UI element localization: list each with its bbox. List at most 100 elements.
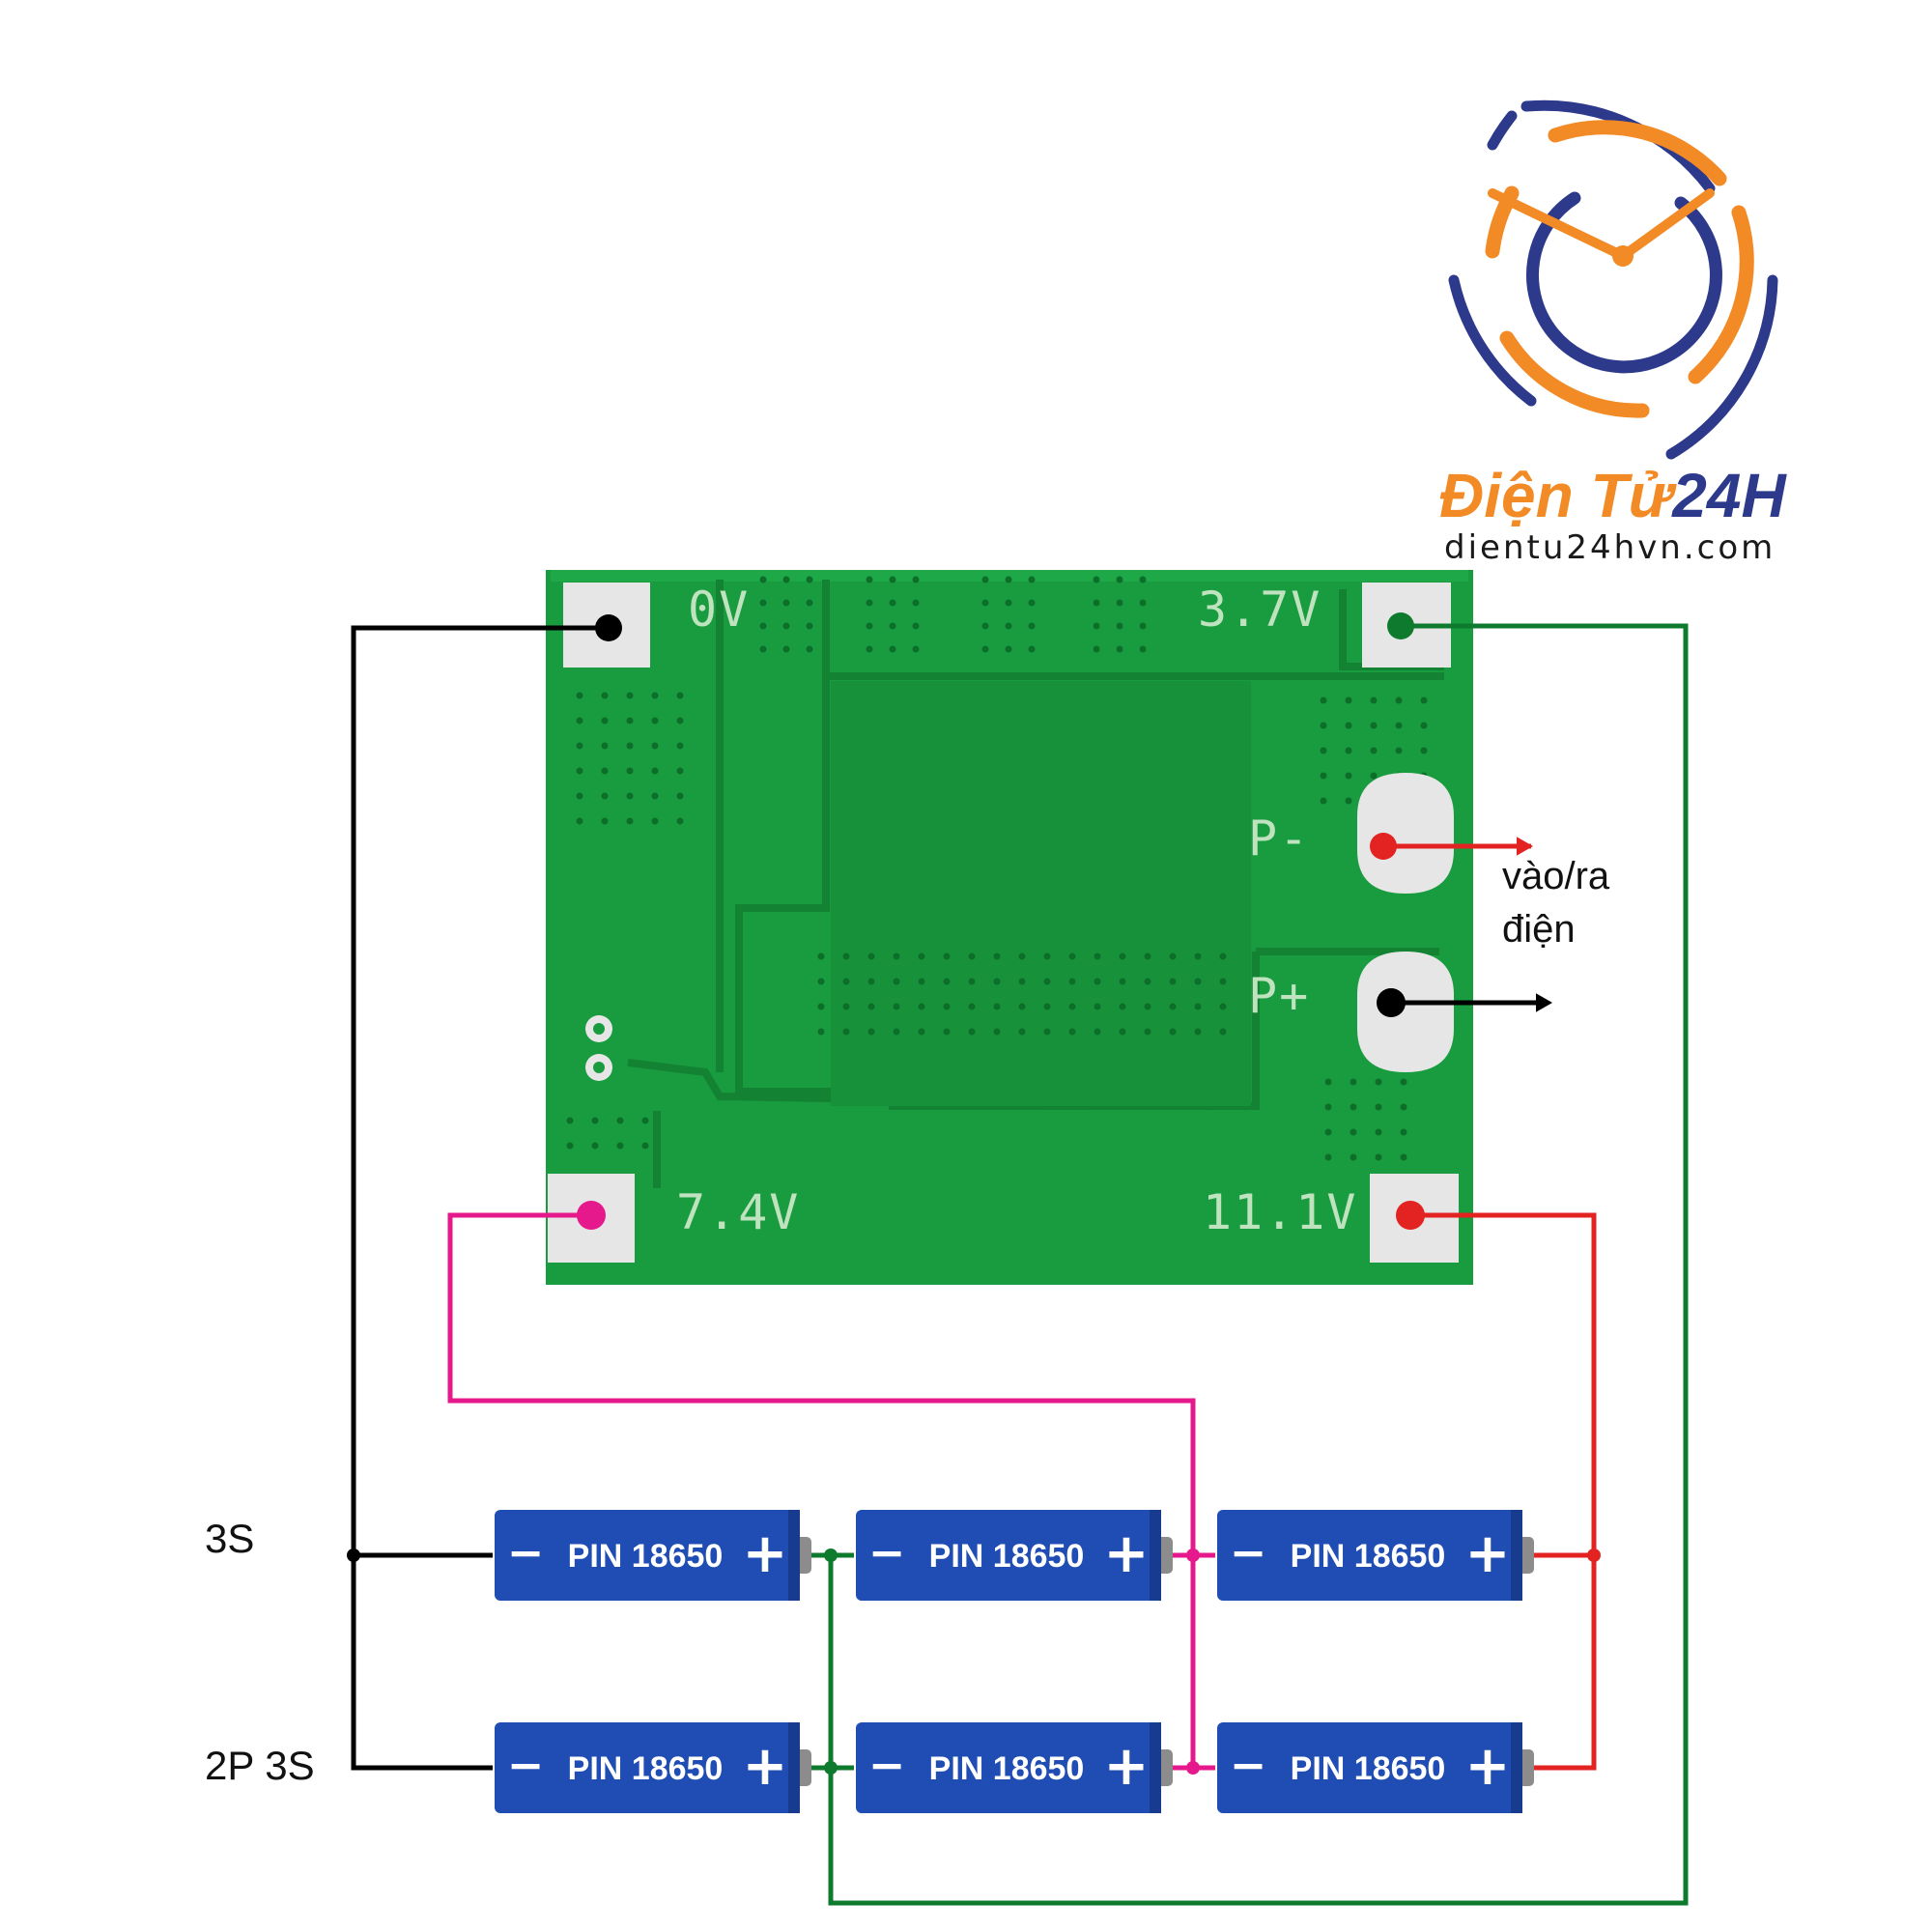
pcb-via	[889, 576, 896, 583]
pcb-via	[1320, 722, 1327, 729]
pcb-via	[918, 1028, 925, 1036]
pcb-via	[676, 717, 684, 724]
label-p-plus: P+	[1248, 968, 1310, 1024]
label-3v7: 3.7V	[1198, 582, 1321, 638]
pcb-via	[1119, 952, 1126, 960]
pcb-via	[616, 1142, 624, 1150]
pcb-via	[842, 952, 850, 960]
pcb-via	[1345, 747, 1352, 754]
pcb-via	[1028, 576, 1036, 583]
pcb-via	[918, 952, 925, 960]
pcb-via	[943, 1028, 951, 1036]
pcb-via	[626, 792, 634, 800]
pcb-via	[1068, 1003, 1076, 1010]
battery-plus-sign: +	[743, 1735, 788, 1798]
io-label-line1: vào/ra	[1502, 855, 1610, 897]
pcb-via	[676, 692, 684, 699]
pcb-via	[1194, 1003, 1202, 1010]
pcb-via	[641, 1117, 649, 1124]
dot-p-minus	[1370, 833, 1397, 860]
pcb-via	[651, 767, 659, 775]
pcb-via	[1094, 952, 1101, 960]
pcb-via	[817, 978, 825, 985]
pcb-via	[1370, 747, 1378, 754]
pcb-via	[1375, 1128, 1382, 1136]
battery-body	[495, 1510, 800, 1601]
pcb-via	[1018, 1028, 1026, 1036]
io-label-line2: điện	[1502, 908, 1576, 951]
pcb-via	[626, 767, 634, 775]
pcb-via	[1324, 1078, 1332, 1086]
pcb-via	[601, 717, 609, 724]
battery-cell: −PIN 18650+	[495, 1722, 811, 1813]
pcb-via	[1028, 645, 1036, 653]
pcb-via	[1094, 1003, 1101, 1010]
pcb-via	[601, 767, 609, 775]
pcb-via	[676, 767, 684, 775]
pcb-via	[576, 717, 583, 724]
pcb-via	[806, 622, 813, 630]
clock-logo-icon	[1448, 99, 1778, 460]
pcb-via	[1345, 722, 1352, 729]
pcb-via	[806, 599, 813, 607]
svg-text:Điện Tử24H: Điện Tử24H	[1439, 461, 1787, 530]
pcb-via	[817, 1003, 825, 1010]
pcb-via	[1028, 599, 1036, 607]
pcb-via	[1093, 622, 1100, 630]
pcb-via	[842, 1028, 850, 1036]
pcb-via	[981, 645, 989, 653]
pcb-via	[676, 817, 684, 825]
pcb-via	[1005, 622, 1012, 630]
pcb-via	[759, 576, 767, 583]
pcb-via	[1068, 978, 1076, 985]
wire-0v	[351, 625, 609, 1771]
pcb-via	[1005, 576, 1012, 583]
pcb-via	[1395, 696, 1403, 704]
pcb-via	[867, 952, 875, 960]
label-11v1: 11.1V	[1203, 1184, 1358, 1240]
battery-cell: −PIN 18650+	[856, 1510, 1173, 1601]
pcb-via	[1005, 645, 1012, 653]
pcb-via	[912, 576, 920, 583]
pcb-via	[1194, 1028, 1202, 1036]
pcb-via	[1320, 772, 1327, 780]
pcb-via	[1320, 747, 1327, 754]
pcb-via	[1139, 599, 1147, 607]
pcb-via	[576, 817, 583, 825]
pcb-via	[1043, 952, 1051, 960]
pcb-via	[1370, 722, 1378, 729]
pcb-via	[1018, 952, 1026, 960]
pcb-via	[1350, 1103, 1357, 1111]
pcb-via	[601, 742, 609, 750]
pcb-via	[1093, 645, 1100, 653]
pcb-via	[1420, 722, 1428, 729]
dot-7v4	[577, 1201, 606, 1230]
label-p-minus: P-	[1248, 810, 1310, 867]
website-url: dientu24hvn.com	[1444, 528, 1776, 567]
pcb-via	[626, 742, 634, 750]
pcb-via	[1219, 1003, 1227, 1010]
pcb-via	[912, 599, 920, 607]
pcb-via	[893, 952, 900, 960]
battery-body	[495, 1722, 800, 1813]
pcb-via	[1144, 978, 1151, 985]
wire-11v1	[1414, 1212, 1597, 1771]
pcb-via	[867, 1003, 875, 1010]
pcb-via	[651, 792, 659, 800]
pcb-via	[866, 645, 873, 653]
pcb-via	[981, 599, 989, 607]
pcb-via	[651, 717, 659, 724]
pcb-via	[1169, 952, 1177, 960]
battery-body	[1217, 1510, 1522, 1601]
pcb-via	[806, 645, 813, 653]
wiring	[351, 623, 1689, 1906]
pcb-via	[1400, 1103, 1407, 1111]
pcb-via	[1139, 576, 1147, 583]
battery-plus-sign: +	[1104, 1735, 1150, 1798]
pcb-via	[1375, 1078, 1382, 1086]
battery-minus-sign: −	[507, 1526, 545, 1578]
pcb-via	[782, 622, 790, 630]
pcb-via	[1420, 747, 1428, 754]
pcb-via	[1169, 978, 1177, 985]
